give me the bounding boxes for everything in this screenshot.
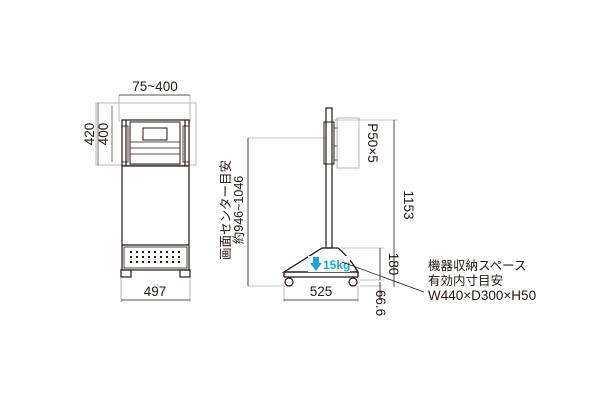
- pole: [323, 107, 338, 249]
- base-height-label: 180: [386, 253, 401, 276]
- pitch-label: P50×5: [365, 123, 380, 162]
- top-width-dimension: 75~400: [118, 79, 191, 122]
- load-badge: 15kg: [308, 256, 350, 272]
- center-height-range: 約946~1046: [231, 176, 246, 245]
- front-view: 75~400 420 400: [82, 79, 197, 302]
- storage-label-1: 機器収納スペース: [428, 258, 527, 273]
- vent-holes: [130, 251, 180, 263]
- pitch-range-highlight: [336, 117, 360, 169]
- caster-offset-dimension: 66.6: [360, 282, 388, 316]
- mount-range-highlight: [95, 102, 197, 166]
- top-width-label: 75~400: [132, 79, 177, 94]
- pole-height-label: 1153: [401, 190, 416, 219]
- front-cabinet: [121, 119, 190, 271]
- base-depth-label: 525: [310, 284, 333, 299]
- center-height-dimension: 画面センター目安 約946~1046: [218, 137, 326, 287]
- center-height-label: 画面センター目安: [218, 160, 233, 260]
- storage-note: 機器収納スペース 有効内寸目安 W440×D300×H50: [428, 258, 536, 303]
- side-casters: [284, 277, 358, 287]
- mount-height-outer-label: 420: [82, 123, 97, 146]
- side-view: 画面センター目安 約946~1046 P50×5 1153 180: [218, 107, 536, 316]
- pole-height-dimension: 1153: [332, 119, 416, 287]
- base-width-dimension: 497: [120, 278, 191, 302]
- load-badge-label: 15kg: [323, 258, 350, 272]
- mount-height-inner-label: 400: [96, 123, 111, 146]
- front-casters: [120, 269, 191, 278]
- caster-offset-label: 66.6: [373, 290, 388, 316]
- base-depth-dimension: 525: [283, 284, 359, 302]
- down-arrow-icon: [310, 257, 322, 271]
- storage-leader-line: [341, 261, 425, 293]
- base-width-label: 497: [144, 284, 167, 299]
- storage-dims: W440×D300×H50: [428, 288, 536, 303]
- storage-label-2: 有効内寸目安: [428, 273, 503, 288]
- mount-height-dimension: 420 400: [82, 103, 113, 165]
- base-height-dimension: 180: [340, 247, 401, 281]
